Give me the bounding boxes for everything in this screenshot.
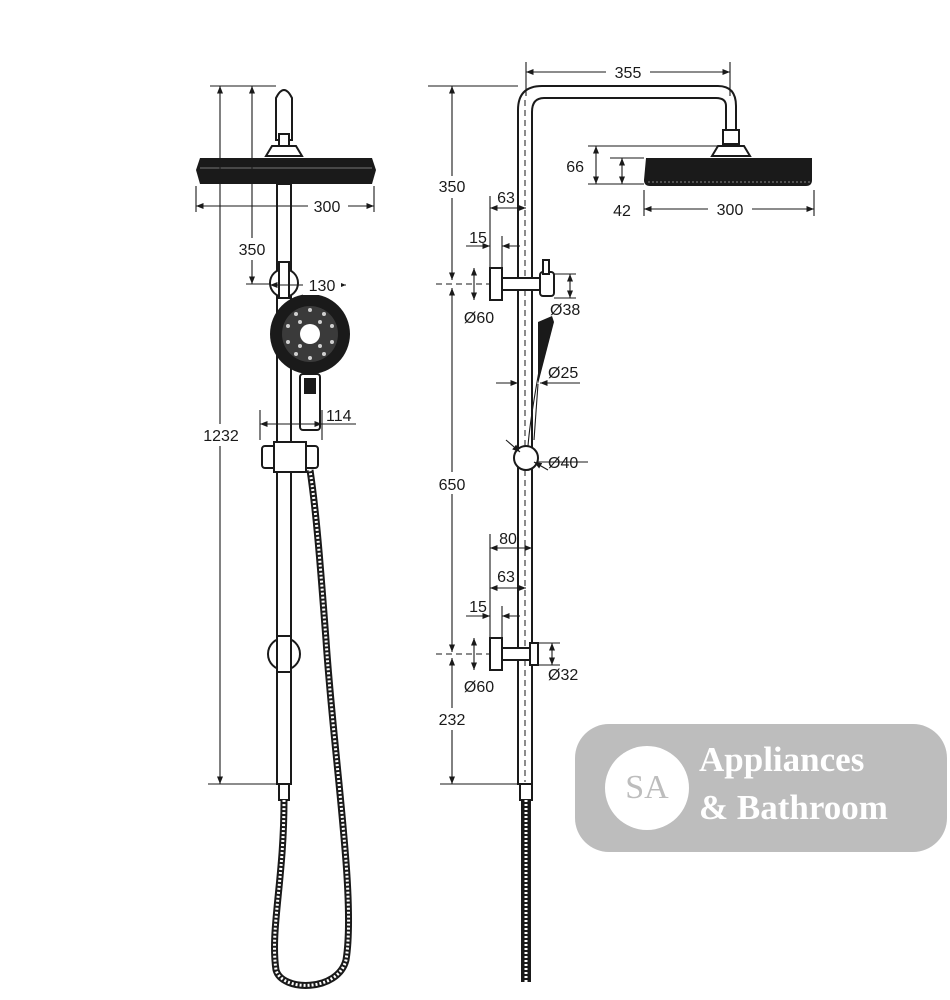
dim-side-rail-clamp-lower: Ø32 (548, 667, 578, 684)
dim-side-lower-section: 232 (439, 712, 466, 729)
dim-front-hand-shower-offset: 114 (326, 408, 352, 425)
dim-side-head-height: 66 (566, 159, 584, 176)
front-view: 300 350 1232 130 114 (195, 85, 376, 989)
dim-side-arm-reach: 355 (615, 65, 642, 82)
dim-front-head-drop: 350 (239, 242, 266, 259)
dim-side-diverter: Ø40 (548, 455, 578, 472)
dim-front-overall-height: 1232 (203, 428, 239, 445)
dim-side-bracket-wall-upper: 15 (469, 230, 487, 247)
dim-side-upper-section: 350 (439, 179, 466, 196)
front-hose (271, 469, 353, 989)
hand-shower (270, 294, 350, 431)
dim-side-hand-shower-handle: Ø25 (548, 365, 578, 382)
side-view: 355 350 650 232 63 15 Ø60 Ø38 Ø25 (428, 62, 815, 982)
dim-side-head-thickness: 42 (613, 203, 631, 220)
side-hand-shower (538, 316, 554, 384)
watermark-badge: SA Appliances & Bathroom (575, 724, 947, 852)
dim-side-bracket-wall-lower: 15 (469, 599, 487, 616)
overhead-shower-head (196, 158, 376, 184)
side-hose (521, 800, 531, 982)
watermark-monogram: SA (605, 746, 689, 830)
side-shower-head (644, 158, 812, 186)
dim-side-rail-clamp-upper: Ø38 (550, 302, 580, 319)
dim-side-bracket-depth-upper: 63 (497, 190, 515, 207)
dim-side-bracket-depth-lower: 63 (497, 569, 515, 586)
watermark-line2: & Bathroom (699, 788, 888, 827)
dim-side-middle-section: 650 (439, 477, 466, 494)
dim-front-head-width: 300 (314, 199, 341, 216)
dim-side-head-width: 300 (717, 202, 744, 219)
watermark-line1: Appliances (699, 740, 865, 779)
dim-side-bracket-plate-upper: Ø60 (464, 310, 494, 327)
dim-side-bracket-plate-lower: Ø60 (464, 679, 494, 696)
dim-side-bracket-depth-lower-total: 80 (499, 531, 517, 548)
dim-front-hand-shower-width: 130 (309, 278, 336, 295)
